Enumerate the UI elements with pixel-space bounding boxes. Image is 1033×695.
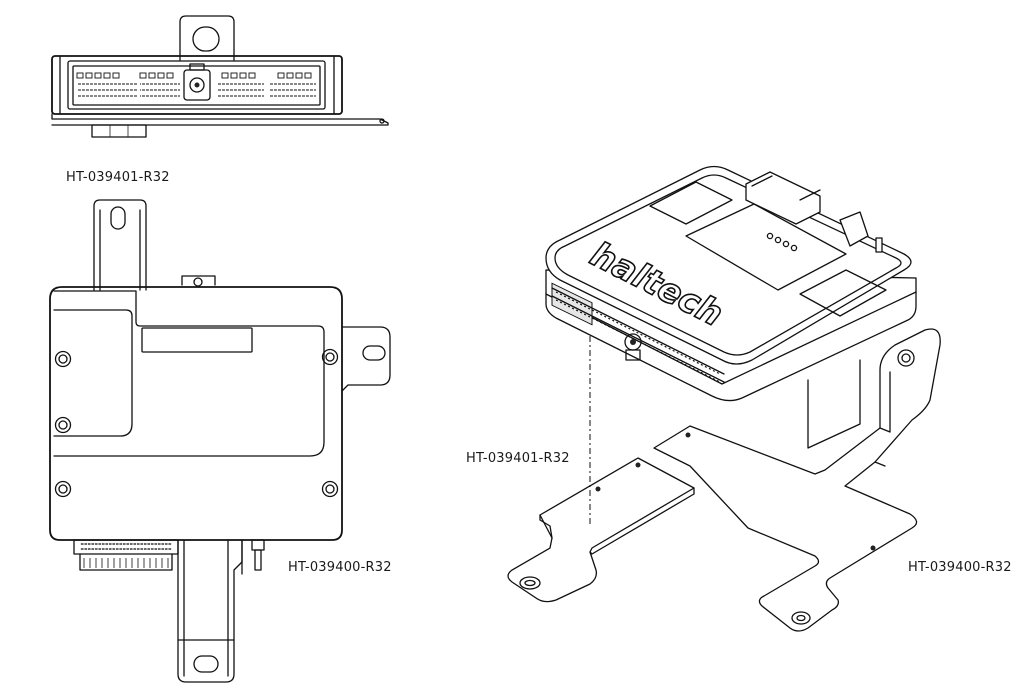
label-bracket-far-right: HT-039400-R32 — [908, 560, 1012, 575]
bottom-connector — [73, 539, 179, 571]
front-view — [51, 15, 389, 138]
top-view — [49, 199, 391, 683]
label-bracket-mid-right: HT-039401-R32 — [466, 451, 570, 466]
large-bracket — [653, 328, 941, 632]
ecu-top — [545, 165, 912, 365]
isometric-view: haltech — [507, 165, 941, 632]
status-led-dots — [766, 232, 798, 252]
small-bracket — [507, 457, 695, 603]
mounting-holes — [54, 348, 339, 498]
label-bracket-top-left: HT-039401-R32 — [66, 170, 170, 185]
label-bracket-bottom-left: HT-039400-R32 — [288, 560, 392, 575]
